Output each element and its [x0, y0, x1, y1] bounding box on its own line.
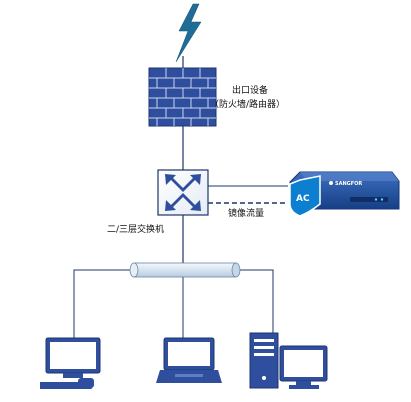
- lightning-icon: [175, 3, 202, 63]
- switch-icon: [157, 169, 209, 216]
- connections: [73, 56, 288, 338]
- firewall-icon: [148, 67, 217, 127]
- bus-to-pc1-link: [73, 269, 132, 338]
- mirror-traffic-label: 镜像流量: [228, 207, 264, 219]
- monitor-icon: [40, 337, 101, 389]
- ac-badge-text: AC: [296, 194, 310, 204]
- laptop-icon: [156, 337, 222, 383]
- bus-to-pc3-link: [236, 269, 274, 333]
- brand-text: SANGFOR: [335, 181, 362, 187]
- bus-cylinder: [129, 262, 241, 278]
- egress-device-sublabel: （防火墙/路由器）: [210, 98, 285, 110]
- ac-appliance-icon: AC SANGFOR: [289, 171, 400, 217]
- switch-label: 二/三层交换机: [107, 223, 164, 235]
- desktop-tower-icon: [249, 332, 328, 389]
- egress-device-label: 出口设备: [232, 84, 268, 96]
